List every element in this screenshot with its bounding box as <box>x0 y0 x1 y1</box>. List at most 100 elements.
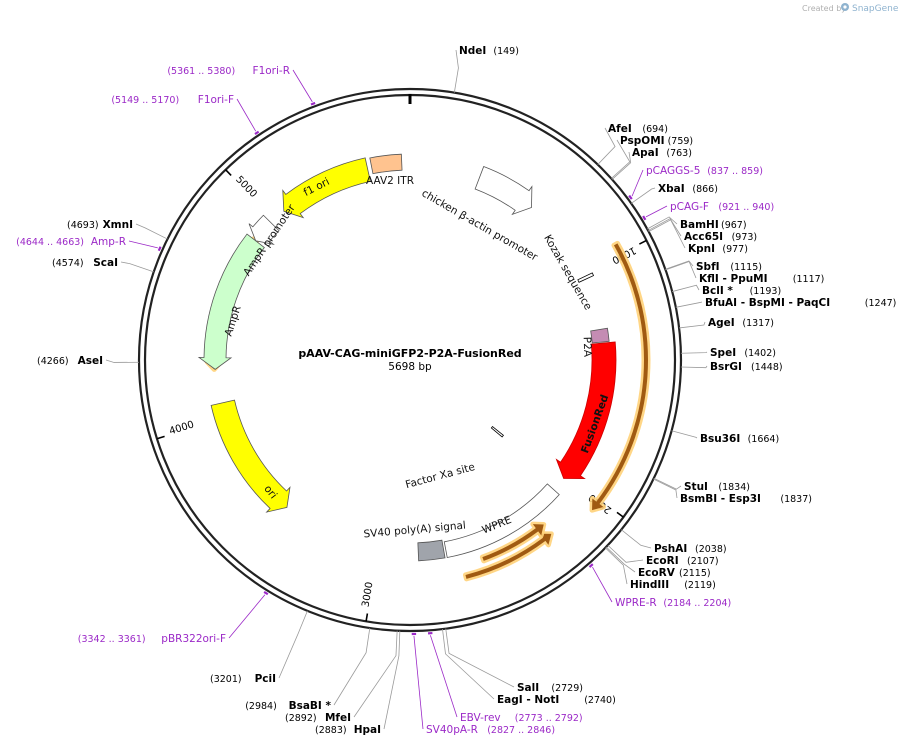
site-position: (1402) <box>744 348 776 359</box>
site-spei[interactable]: SpeI (1402) <box>680 347 776 359</box>
factor-xa-label: Factor Xa site <box>404 461 476 491</box>
site-afei[interactable]: AfeI(694) <box>597 123 668 165</box>
site-name: PshAI <box>654 543 687 555</box>
site-position: (1448) <box>751 362 783 373</box>
primer-name: WPRE-R <box>615 597 657 609</box>
primer-amp-r[interactable]: Amp-R(4644 .. 4663) <box>16 236 162 252</box>
site-pcii[interactable]: PciI(3201) <box>210 610 308 685</box>
site-bsabi[interactable]: BsaBI *(2984) <box>245 627 371 712</box>
aav2-itr-left-label: AAV2 ITR <box>366 175 414 187</box>
ori-shape[interactable] <box>210 399 291 513</box>
site-bcli[interactable]: BclI *(1193) <box>672 284 781 297</box>
site-name: KflI - PpuMI <box>699 273 768 285</box>
site-leader <box>653 478 678 499</box>
site-xmni[interactable]: XmnI(4693) <box>67 219 168 240</box>
site-acc65i[interactable]: Acc65I(973) <box>647 218 758 243</box>
site-name: SpeI <box>710 347 736 359</box>
orf-2-arrow <box>465 533 552 579</box>
site-bsu36i[interactable]: Bsu36I(1664) <box>671 430 780 445</box>
site-bamhi[interactable]: BamHI(967) <box>647 216 747 231</box>
site-name: HpaI <box>354 724 381 736</box>
primer-ebv-rev[interactable]: EBV-rev(2773 .. 2792) <box>427 631 583 724</box>
tick-mark-4000 <box>156 435 165 440</box>
primer-range: (2773 .. 2792) <box>515 713 583 724</box>
site-pspomi[interactable]: PspOMI(759) <box>610 135 693 179</box>
site-sali[interactable]: SalI(2729) <box>445 628 583 694</box>
primer-pcaggs-5[interactable]: pCAGGS-5(837 .. 859) <box>628 165 763 200</box>
site-bfuai-bspmi-paqci[interactable]: BfuAI - BspMI - PaqCI(1247) <box>675 297 897 309</box>
sv40-polya-shape[interactable] <box>417 539 446 562</box>
p2a-shape[interactable] <box>590 327 610 344</box>
site-kpni[interactable]: KpnI(977) <box>648 219 748 255</box>
primer-f1ori-f[interactable]: F1ori-F(5149 .. 5170) <box>111 94 260 135</box>
primer-f1ori-r[interactable]: F1ori-R(5361 .. 5380) <box>167 65 316 106</box>
site-mfei[interactable]: MfeI(2892) <box>285 630 398 724</box>
site-stui[interactable]: StuI(1834) <box>653 477 750 493</box>
site-position: (1317) <box>742 318 774 329</box>
site-position: (973) <box>732 232 758 243</box>
primer-bind-mark <box>642 215 647 221</box>
site-name: AfeI <box>608 123 632 135</box>
aav2-itr-left-shape[interactable] <box>369 153 403 175</box>
site-leader <box>135 223 168 240</box>
site-hpai[interactable]: HpaI(2883) <box>315 630 401 736</box>
primer-sv40pa-r[interactable]: SV40pA-R(2827 .. 2846) <box>411 632 555 736</box>
primer-pbr322ori-f[interactable]: pBR322ori-F(3342 .. 3361) <box>78 590 269 645</box>
site-bsmbi-esp3i[interactable]: BsmBI - Esp3I(1837) <box>653 478 812 505</box>
site-ecorv[interactable]: EcoRV(2115) <box>605 546 711 579</box>
site-apai[interactable]: ApaI (763) <box>611 147 692 180</box>
site-scai[interactable]: ScaI(4574) <box>52 257 154 273</box>
site-xbai[interactable]: XbaI(866) <box>630 183 718 204</box>
site-name: Bsu36I <box>700 433 740 445</box>
kozak-label: Kozak sequence <box>541 233 594 312</box>
site-leader <box>680 351 708 354</box>
site-agei[interactable]: AgeI(1317) <box>679 317 774 329</box>
wpre-shape[interactable] <box>443 483 560 558</box>
sites-layer: NdeI (149) AfeI(694)PspOMI(759)ApaI (763) Xb… <box>37 45 896 736</box>
site-position: (1247) <box>865 298 897 309</box>
site-asei[interactable]: AseI(4266) <box>37 355 140 367</box>
primer-name: pCAGGS-5 <box>646 165 700 177</box>
fusionred-shape[interactable] <box>555 341 617 479</box>
site-sbfi[interactable]: SbfI (1115) <box>665 260 762 273</box>
site-position: (3201) <box>210 674 242 685</box>
site-position: (763) <box>666 148 692 159</box>
primer-bind-mark <box>263 590 269 596</box>
site-position: (866) <box>692 184 718 195</box>
site-bsrgi[interactable]: BsrGI(1448) <box>680 361 783 373</box>
site-name: NdeI <box>459 45 486 57</box>
site-position: (1115) <box>730 262 762 273</box>
site-name: ApaI <box>632 147 659 159</box>
site-pshai[interactable]: PshAI(2038) <box>621 529 727 555</box>
ampr-promoter-shape[interactable] <box>248 214 280 246</box>
orf-3-arrow <box>482 524 544 561</box>
site-position: (4266) <box>37 356 69 367</box>
tick-mark-2000 <box>616 511 624 518</box>
site-position: (149) <box>493 46 519 57</box>
site-name: ScaI <box>93 257 118 269</box>
ampr-shape[interactable] <box>197 233 265 370</box>
site-eagi-noti[interactable]: EagI - NotI(2740) <box>442 628 616 706</box>
primer-bind-mark <box>588 563 594 568</box>
orfs-layer <box>204 236 651 582</box>
snapgene-logo-icon <box>841 3 849 11</box>
primer-name: Amp-R <box>91 236 126 248</box>
site-ecori[interactable]: EcoRI(2107) <box>607 544 719 567</box>
primer-wpre-r[interactable]: WPRE-R(2184 .. 2204) <box>588 563 731 609</box>
site-position: (2119) <box>684 580 716 591</box>
site-ndei[interactable]: NdeI (149) <box>453 45 519 93</box>
site-leader <box>445 628 515 688</box>
site-position: (1837) <box>780 494 812 505</box>
site-leader <box>672 284 700 292</box>
site-kfli-ppumi[interactable]: KflI - PpuMI(1117) <box>665 261 825 285</box>
site-name: EcoRV <box>638 567 676 579</box>
primer-leader <box>645 205 668 218</box>
site-hindiii[interactable]: HindIII(2119) <box>605 547 716 591</box>
site-leader <box>665 261 697 279</box>
primer-pcag-f[interactable]: pCAG-F(921 .. 940) <box>642 201 774 221</box>
site-name: KpnI <box>688 243 715 255</box>
site-name: SbfI <box>696 261 720 273</box>
f1-ori-shape[interactable] <box>282 157 371 219</box>
features-layer <box>197 153 617 562</box>
chicken-actin-promoter-shape[interactable] <box>474 166 533 216</box>
